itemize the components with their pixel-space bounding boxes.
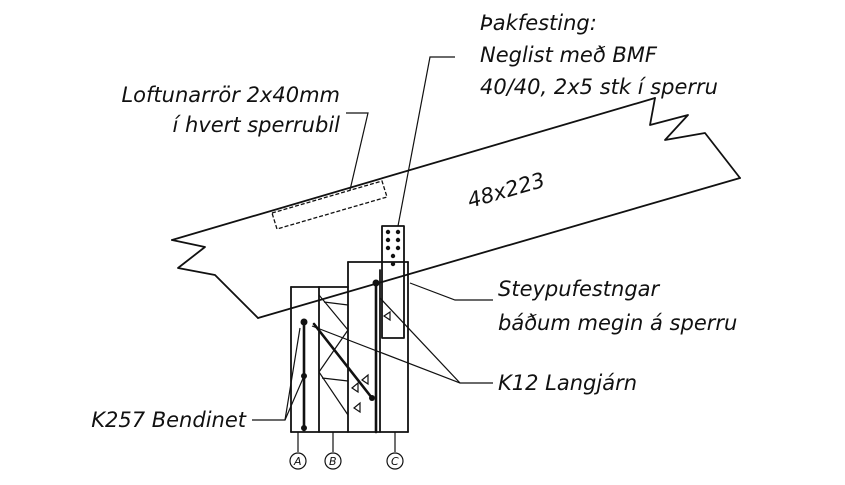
roof-fastening-leader — [397, 56, 455, 227]
nail-plate — [381, 225, 405, 339]
long-iron-leader-2 — [379, 297, 461, 384]
bendinet-leader-2 — [284, 327, 301, 421]
roof-fastening-line1: Neglist með BMF — [480, 43, 658, 67]
bendinet-label: K257 Bendinet — [91, 408, 247, 432]
rafter-size-label: 48x223 — [465, 168, 548, 213]
concrete-anchor-leader — [409, 282, 493, 301]
wall-section — [290, 261, 409, 433]
axis-a: A — [293, 455, 302, 468]
axis-b: B — [329, 455, 337, 468]
concrete-marks — [350, 373, 369, 414]
vent-leader — [346, 112, 369, 191]
vent-label-line1: Loftunarrör 2x40mm — [121, 83, 340, 107]
axis-markers: A B C — [289, 432, 404, 470]
concrete-label-line1: Steypufestngar — [498, 277, 661, 301]
vent-label-line2: í hvert sperrubil — [173, 113, 341, 137]
roof-fastening-line2: 40/40, 2x5 stk í sperru — [480, 75, 718, 99]
long-iron-bars — [300, 279, 380, 434]
concrete-label-line2: báðum megin á sperru — [498, 311, 737, 335]
bendinet-leader-1 — [252, 375, 305, 421]
long-iron-label: K12 Langjárn — [498, 371, 637, 395]
rafter — [171, 97, 741, 319]
roof-fastening-title: Þakfesting: — [480, 11, 597, 35]
axis-c: C — [391, 455, 399, 468]
